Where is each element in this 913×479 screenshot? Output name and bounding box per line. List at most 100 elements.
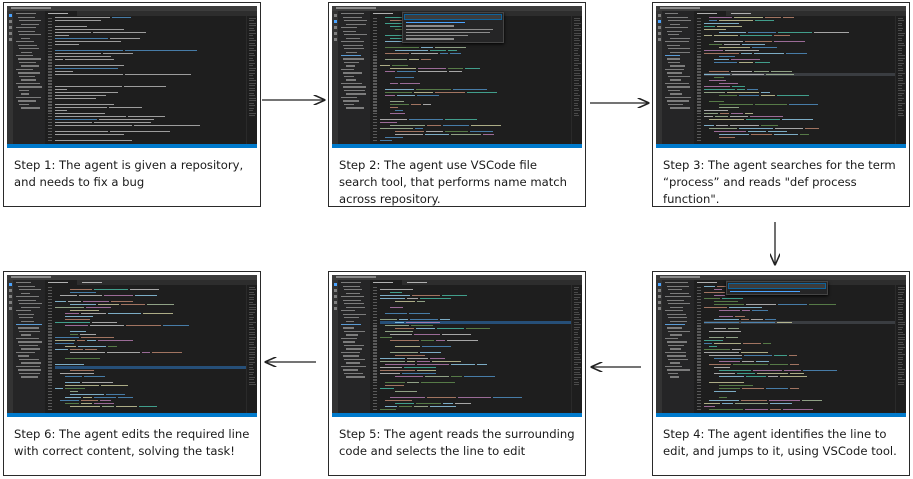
- line-number: [697, 391, 701, 393]
- window-title-bar: [332, 275, 582, 280]
- line-number: [697, 53, 701, 55]
- line-number: [373, 68, 377, 70]
- line-number: [48, 301, 52, 303]
- code-token: [55, 115, 126, 118]
- minimap-line: [574, 366, 581, 368]
- code-token: [714, 300, 738, 303]
- explorer-item: [20, 334, 31, 336]
- minimap-line: [898, 67, 903, 69]
- code-token: [719, 94, 737, 97]
- line-number: [48, 131, 52, 133]
- line-number: [373, 406, 377, 408]
- line-number: [697, 62, 701, 64]
- minimap-line: [898, 37, 902, 39]
- explorer-item: [19, 358, 39, 361]
- minimap-line: [574, 95, 580, 96]
- line-number: [48, 397, 52, 399]
- code-line: [380, 288, 572, 291]
- minimap-line: [898, 40, 902, 41]
- code-token: [55, 64, 124, 67]
- code-token: [385, 399, 412, 402]
- code-token: [385, 16, 418, 19]
- code-token: [417, 300, 425, 303]
- minimap: [571, 285, 582, 413]
- line-number: [697, 319, 701, 321]
- minimap-line: [574, 359, 581, 360]
- code-token: [754, 70, 769, 73]
- explorer-item: [344, 103, 354, 106]
- activity-bar: [656, 11, 662, 144]
- code-token: [102, 405, 114, 408]
- code-token: [709, 16, 732, 19]
- code-token: [55, 306, 84, 309]
- explorer-item: [19, 75, 35, 78]
- minimap-line: [898, 339, 905, 340]
- code-token: [385, 136, 403, 139]
- editor-tab: [404, 280, 436, 285]
- code-line: [380, 94, 572, 97]
- files-icon: [8, 14, 12, 17]
- code-token: [766, 387, 788, 390]
- code-token: [420, 351, 441, 354]
- step-2-caption: Step 2: The agent use VSCode file search…: [339, 158, 567, 206]
- code-line: [704, 348, 896, 351]
- code-token: [116, 405, 137, 408]
- line-number: [48, 80, 52, 82]
- code-token: [380, 369, 415, 372]
- code-line: [704, 345, 896, 348]
- code-line: [380, 333, 572, 336]
- line-number: [373, 26, 377, 28]
- code-token: [83, 396, 92, 399]
- line-number-gutter: [694, 285, 702, 413]
- code-line: [55, 384, 247, 387]
- line-number: [697, 23, 701, 25]
- code-line: [704, 19, 896, 22]
- minimap-line: [249, 371, 254, 373]
- code-token: [70, 303, 96, 306]
- code-line: [380, 369, 572, 372]
- minimap-line: [898, 314, 903, 315]
- line-number: [48, 44, 52, 46]
- explorer-item: [341, 13, 364, 15]
- explorer-item: [16, 365, 40, 368]
- tab-label: [697, 282, 717, 283]
- code-line: [704, 384, 896, 387]
- code-token: [763, 342, 771, 345]
- line-number: [48, 26, 52, 28]
- code-token: [784, 369, 801, 372]
- explorer-item: [17, 86, 42, 88]
- explorer-item: [16, 41, 34, 43]
- code-token: [65, 58, 114, 61]
- code-token: [390, 124, 425, 127]
- line-number: [697, 74, 701, 76]
- minimap-line: [898, 95, 902, 96]
- minimap-line: [249, 316, 254, 318]
- code-line: [55, 312, 247, 315]
- line-number: [48, 346, 52, 348]
- minimap-line: [249, 349, 255, 350]
- activity-bar: [656, 280, 662, 413]
- minimap-line: [574, 309, 578, 310]
- explorer-item: [341, 324, 361, 326]
- code-line: [55, 112, 247, 115]
- code-line: [55, 300, 247, 303]
- code-line: [380, 357, 572, 360]
- code-token: [761, 94, 775, 97]
- code-token: [55, 19, 101, 22]
- explorer-item: [342, 369, 358, 371]
- explorer-item: [17, 313, 34, 315]
- code-token: [425, 133, 449, 136]
- explorer-item: [669, 292, 689, 294]
- code-token: [93, 31, 146, 34]
- code-token: [55, 91, 118, 94]
- minimap-line: [249, 72, 255, 74]
- code-token: [417, 360, 430, 363]
- explorer-item: [344, 303, 364, 305]
- code-token: [451, 133, 481, 136]
- code-token: [714, 294, 725, 297]
- code-token: [769, 399, 800, 402]
- code-token: [55, 387, 63, 390]
- code-line: [704, 76, 896, 79]
- explorer-item: [20, 362, 41, 364]
- code-token: [380, 408, 396, 411]
